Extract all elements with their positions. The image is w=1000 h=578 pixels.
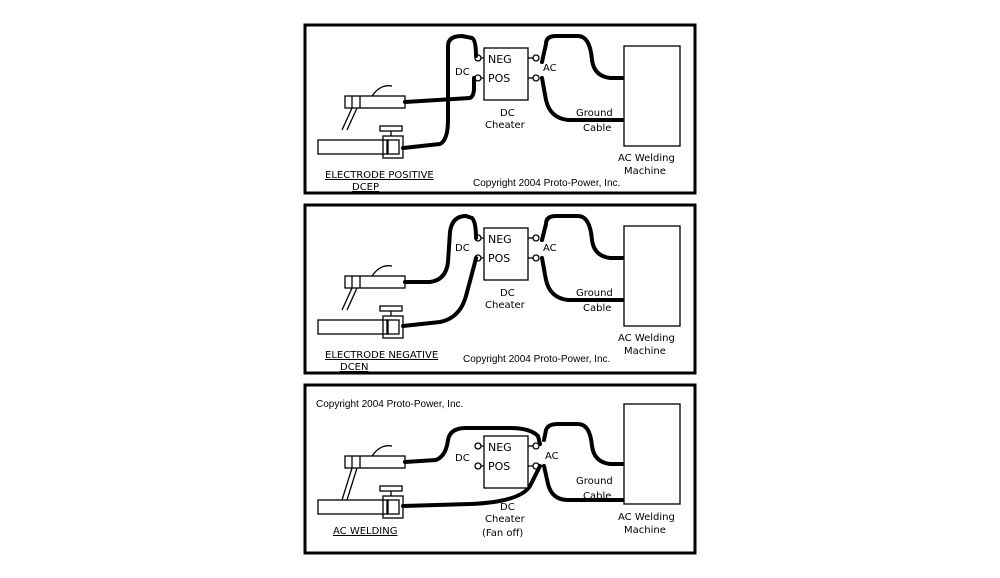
ac-label: AC — [545, 451, 559, 462]
dc-terminals — [474, 54, 484, 82]
cheater-label-line2: Cheater — [485, 300, 526, 311]
electrode-cable — [403, 214, 478, 284]
machine-label-line1: AC Welding — [618, 512, 675, 523]
cheater-label-line1: DC — [500, 502, 515, 513]
panel-dcen: NEG POS DC AC DC Cheater Ground Cable AC… — [303, 203, 697, 375]
copyright-text: Copyright 2004 Proto-Power, Inc. — [473, 178, 620, 189]
pos-label: POS — [488, 252, 510, 265]
dc-cheater-box — [483, 47, 529, 101]
ac-label: AC — [543, 243, 557, 254]
neg-label: NEG — [488, 233, 512, 246]
panel-title-line1: AC WELDING — [333, 526, 397, 537]
neg-label: NEG — [488, 441, 512, 454]
copyright-text: Copyright 2004 Proto-Power, Inc. — [316, 399, 463, 410]
panel-dcep: NEG POS DC AC DC Cheater Ground Cable AC… — [303, 23, 697, 195]
ac-terminals — [528, 442, 540, 470]
workpiece-clamp-icon — [317, 125, 404, 159]
electrode-holder-icon — [341, 85, 406, 131]
panel-title-line1: ELECTRODE POSITIVE — [325, 170, 434, 181]
dc-label: DC — [455, 67, 470, 78]
ground-cable — [540, 256, 626, 302]
ac-cable-1 — [542, 422, 626, 466]
ac-label: AC — [543, 63, 557, 74]
ground-label-line1: Ground — [576, 108, 613, 119]
cheater-label-line2: Cheater — [485, 120, 526, 131]
panel-ac-welding: Copyright 2004 Proto-Power, Inc. — [303, 383, 697, 555]
machine-label-line2: Machine — [624, 166, 666, 177]
neg-label: NEG — [488, 53, 512, 66]
ground-label-line2: Cable — [583, 491, 611, 502]
dc-terminals — [474, 234, 484, 262]
work-cable — [401, 256, 478, 328]
electrode-cable — [403, 426, 542, 464]
ac-cable-1 — [540, 214, 626, 260]
ground-cable — [540, 76, 626, 122]
ground-label-line1: Ground — [576, 476, 613, 487]
cheater-label-line2: Cheater — [485, 514, 526, 525]
pos-label: POS — [488, 72, 510, 85]
workpiece-clamp-icon — [317, 485, 404, 519]
ac-welding-machine-box — [623, 45, 681, 147]
ac-cable-1 — [540, 34, 626, 80]
ground-label-line1: Ground — [576, 288, 613, 299]
ac-terminals — [528, 234, 540, 262]
machine-label-line2: Machine — [624, 525, 666, 536]
dc-cheater-box — [483, 435, 529, 489]
panel-title-line2: DCEN — [340, 362, 368, 373]
ground-label-line2: Cable — [583, 123, 611, 134]
workpiece-clamp-icon — [317, 305, 404, 339]
ground-label-line2: Cable — [583, 303, 611, 314]
machine-label-line2: Machine — [624, 346, 666, 357]
cheater-label-line1: DC — [500, 288, 515, 299]
machine-label-line1: AC Welding — [618, 333, 675, 344]
work-cable — [401, 34, 478, 150]
electrode-cable — [403, 76, 476, 104]
cheater-label-line1: DC — [500, 108, 515, 119]
panel-title-line1: ELECTRODE NEGATIVE — [325, 350, 438, 361]
dc-terminals — [474, 442, 484, 470]
ground-cable — [542, 464, 626, 502]
ac-welding-machine-box — [623, 225, 681, 327]
copyright-text: Copyright 2004 Proto-Power, Inc. — [463, 354, 610, 365]
dc-cheater-box — [483, 227, 529, 281]
cheater-label-line3: (Fan off) — [482, 528, 523, 539]
work-cable — [401, 464, 542, 508]
dc-label: DC — [455, 453, 470, 464]
machine-label-line1: AC Welding — [618, 153, 675, 164]
pos-label: POS — [488, 460, 510, 473]
dc-label: DC — [455, 243, 470, 254]
ac-terminals — [528, 54, 540, 82]
panel-title-line2: DCEP — [352, 182, 379, 193]
electrode-holder-icon — [341, 445, 406, 501]
ac-welding-machine-box — [623, 403, 681, 505]
